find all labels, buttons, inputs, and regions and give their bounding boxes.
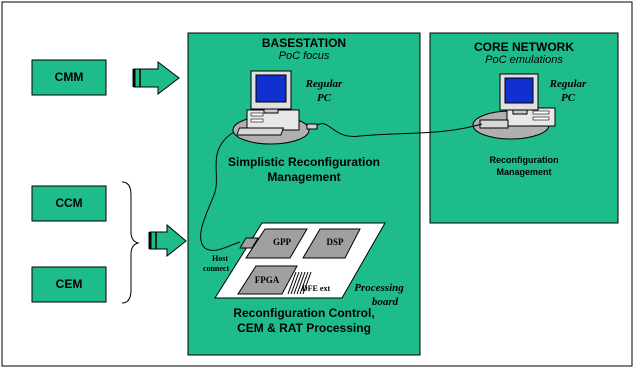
fpga-label: FPGA <box>254 275 280 285</box>
core-mgmt-1: Reconfiguration <box>489 155 559 165</box>
core-network-subtitle: PoC emulations <box>485 54 563 66</box>
cem-box <box>31 266 107 303</box>
network-cable <box>316 123 483 137</box>
basestation-mgmt-2: Management <box>267 170 341 184</box>
basestation-footer-2: CEM & RAT Processing <box>237 321 371 335</box>
host-connect-chip <box>239 237 259 249</box>
cmm-box <box>31 59 107 96</box>
cem-label: CEM <box>55 277 83 291</box>
dsp-label: DSP <box>326 237 344 247</box>
ccm-cem-arrow <box>149 223 187 258</box>
core-network-pc <box>472 73 556 140</box>
host-label-1: Host <box>212 254 228 263</box>
core-mgmt-2: Management <box>496 167 552 177</box>
basestation-pc-label-1: Regular <box>305 78 343 90</box>
board-label-1: Processing <box>354 282 404 294</box>
board-cable <box>200 131 241 251</box>
basestation-pc <box>232 70 318 145</box>
dsp-chip <box>302 228 361 259</box>
dfe-connector <box>287 271 312 295</box>
dfe-label: DFE ext <box>301 284 331 293</box>
core-pc-label-1: Regular <box>549 78 587 90</box>
ccm-label: CCM <box>55 196 83 210</box>
basestation-subtitle: PoC focus <box>278 50 330 62</box>
host-label-2: connect <box>202 264 230 273</box>
fpga-chip <box>237 265 298 295</box>
basestation-pc-label-2: PC <box>316 92 332 104</box>
basestation-mgmt-1: Simplistic Reconfiguration <box>227 155 380 169</box>
board-label-2: board <box>371 296 399 308</box>
ccm-box <box>31 185 107 222</box>
cmm-label: CMM <box>54 70 84 84</box>
core-pc-label-2: PC <box>560 92 576 104</box>
grouping-brace <box>121 181 140 304</box>
basestation-panel <box>187 32 421 356</box>
core-network-title: CORE NETWORK <box>474 40 574 54</box>
basestation-title: BASESTATION <box>261 36 347 50</box>
cmm-arrow <box>133 60 180 96</box>
gpp-label: GPP <box>273 237 291 247</box>
basestation-footer-1: Reconfiguration Control, <box>233 306 375 320</box>
